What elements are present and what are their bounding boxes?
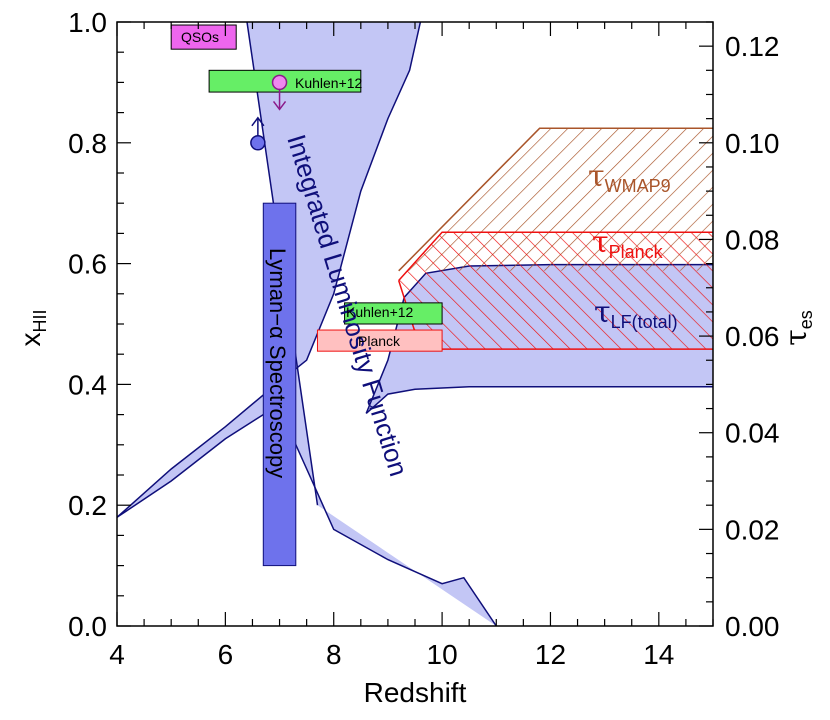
tau-lf-label: τLF(total) [594, 295, 678, 332]
tau-planck-sub: Planck [609, 242, 664, 262]
tau-lf-symbol: τ [594, 295, 611, 330]
x-tick-label: 14 [643, 639, 674, 670]
y2-axis-title: τes [779, 310, 816, 346]
tau-lf-sub: LF(total) [611, 312, 678, 332]
y2-axis-title-sub: es [796, 310, 816, 329]
tau-wmap-sub: WMAP9 [605, 176, 671, 196]
x-tick-label: 8 [326, 639, 342, 670]
tau-lf-lower-line [365, 386, 713, 414]
tau-planck-band [398, 232, 713, 350]
planck-box-label: Planck [358, 333, 401, 349]
ilf-upper-line [117, 22, 422, 518]
y-tick-label: 0.6 [68, 249, 107, 280]
y-tick-label: 0.0 [68, 611, 107, 642]
x-tick-label: 12 [535, 639, 566, 670]
qsos-box-label: QSOs [181, 29, 219, 45]
y2-tick-label: 0.04 [725, 418, 780, 449]
x-tick-label: 4 [109, 639, 125, 670]
tau-planck-symbol: τ [592, 225, 609, 260]
tau-wmap-upper-line [398, 127, 713, 272]
kuhlen-mid-box-label: Kuhlen+12 [346, 304, 414, 320]
y2-tick-label: 0.10 [725, 128, 780, 159]
ilf-band [117, 22, 497, 626]
y2-tick-label: 0.02 [725, 514, 780, 545]
lya-point [250, 135, 266, 151]
y-tick-label: 0.2 [68, 490, 107, 521]
kuhlen-point [271, 74, 288, 91]
tau-planck-label: τPlanck [592, 225, 664, 262]
kuhlen-limit-arrow-head [272, 100, 287, 111]
y2-tick-label: 0.08 [725, 224, 780, 255]
y2-tick-label: 0.00 [725, 611, 780, 642]
lya-limit-arrow-head [251, 116, 265, 127]
tau-wmap-symbol: τ [588, 159, 605, 194]
lya-box-label: Lyman−α Spectroscopy [265, 248, 290, 478]
y-axis-title: xHII [15, 309, 50, 346]
kuhlen-mid-box [344, 302, 443, 325]
tau-planck-upper-line [398, 231, 713, 282]
y2-axis-title-main: τ [779, 329, 814, 346]
x-axis-title: Redshift [364, 677, 467, 708]
y2-tick-label: 0.12 [725, 31, 780, 62]
y-tick-label: 0.8 [68, 128, 107, 159]
lya-box [262, 202, 297, 567]
x-tick-label: 6 [218, 639, 234, 670]
y-axis-title-sub: HII [30, 309, 50, 332]
y-tick-label: 0.4 [68, 369, 107, 400]
x-tick-label: 10 [427, 639, 458, 670]
y-tick-label: 1.0 [68, 7, 107, 38]
y2-tick-label: 0.06 [725, 321, 780, 352]
planck-box [316, 329, 443, 352]
tau-wmap-label: τWMAP9 [588, 159, 671, 196]
kuhlen-top-box-label: Kuhlen+12 [295, 75, 363, 91]
y-axis-title-main: x [15, 333, 46, 347]
ilf-lower-line [117, 413, 497, 626]
